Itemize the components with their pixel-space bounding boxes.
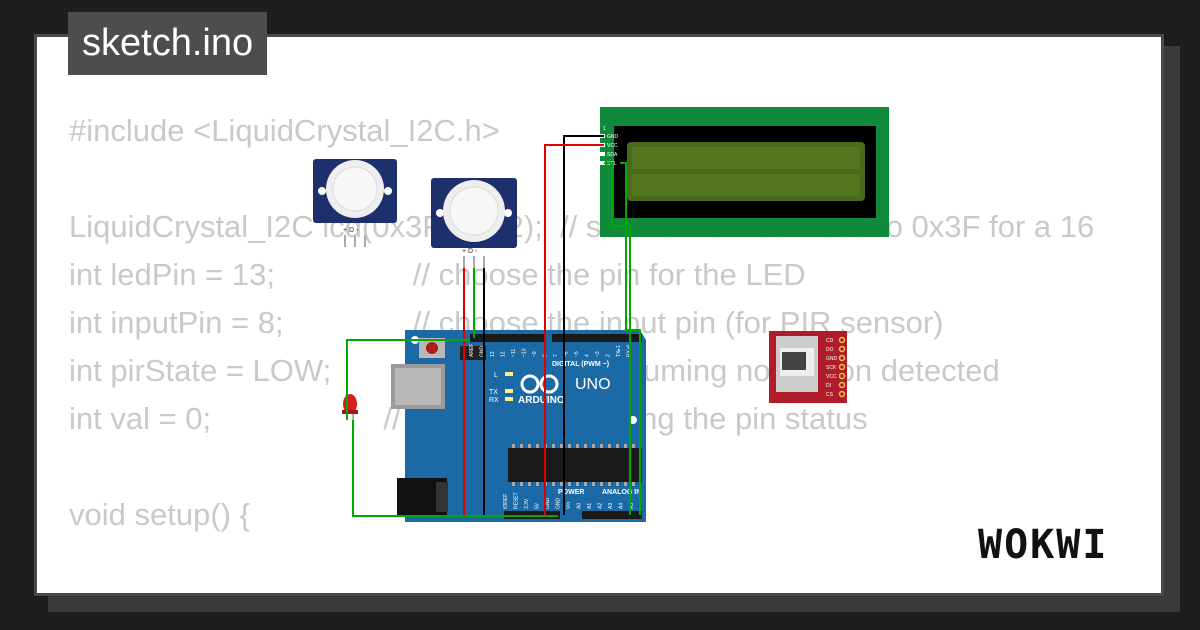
arduino-model-label: UNO xyxy=(575,376,611,393)
arduino-top-pin-label: 7 xyxy=(553,354,559,357)
arduino-bottom-pin-label: A0 xyxy=(577,503,583,509)
code-line: #include <LiquidCrystal_I2C.h> xyxy=(69,113,500,148)
arduino-bottom-pin-label: GND xyxy=(545,498,551,510)
sd-pin-cs: CS xyxy=(826,392,834,398)
arduino-led-rx: RX xyxy=(489,397,499,404)
arduino-top-pin-label: TX▸1 xyxy=(616,345,622,357)
arduino-bottom-pin-label: 5V xyxy=(535,502,541,509)
sd-pin-do: DO xyxy=(826,347,834,353)
sd-pin-di: DI xyxy=(826,383,831,389)
arduino-bottom-pin-label: A1 xyxy=(587,503,593,509)
arduino-led-l: L xyxy=(494,372,498,379)
red-led[interactable] xyxy=(342,394,358,420)
pir-sensor-2[interactable]: + D - xyxy=(431,178,517,268)
arduino-top-pin-label: 2 xyxy=(606,354,612,357)
lcd-pin-vcc: VCC xyxy=(607,143,618,149)
arduino-top-pin-label: ~10 xyxy=(522,348,528,357)
sd-pin-gnd: GND xyxy=(826,356,838,362)
arduino-bottom-pin-label: Vin xyxy=(566,502,572,509)
sd-pin-vcc: VCC xyxy=(826,374,837,380)
arduino-analog-label: ANALOG IN xyxy=(602,489,641,496)
arduino-top-pin-label: 4 xyxy=(585,354,591,357)
svg-text:1: 1 xyxy=(603,126,606,132)
pir-2-pin-labels: + D - xyxy=(462,248,478,255)
arduino-bottom-pin-label: 3.3V xyxy=(524,498,530,509)
arduino-top-pin-label: ~5 xyxy=(574,351,580,357)
wire-green-lcd-scl xyxy=(620,162,641,515)
arduino-bottom-pin-label: GND xyxy=(556,498,562,510)
wire-red-lcd-vcc xyxy=(544,144,604,515)
arduino-bottom-pin-label: A4 xyxy=(619,503,625,509)
sd-card-module[interactable]: CD DO GND SCK VCC DI CS xyxy=(769,331,847,403)
lcd-pin-gnd: GND xyxy=(607,134,619,140)
arduino-top-pin-label: GND xyxy=(480,346,486,358)
filename-tab[interactable]: sketch.ino xyxy=(68,12,268,75)
arduino-digital-label: DIGITAL (PWM ~) xyxy=(552,361,609,368)
wires xyxy=(346,135,641,517)
wire-green-led-anode xyxy=(346,339,470,420)
arduino-top-pin-label: ~9 xyxy=(532,351,538,357)
code-line: int ledPin = 13; // choose the pin for t… xyxy=(69,257,806,292)
code-line: void setup() { xyxy=(69,497,250,532)
arduino-top-pin-label: 12 xyxy=(501,351,507,357)
pir-sensor-1[interactable]: + D - xyxy=(313,159,397,247)
arduino-top-pin-label: ~11 xyxy=(511,349,517,357)
arduino-bottom-pin-label: A3 xyxy=(608,503,614,509)
arduino-bottom-pin-label: A5 xyxy=(629,503,635,509)
arduino-top-pin-label: AREF xyxy=(469,344,475,357)
arduino-top-pin-label: 13 xyxy=(490,351,496,357)
wire-black-lcd-gnd xyxy=(563,135,604,515)
arduino-uno-board[interactable]: ARDUINO UNO DIGITAL (PWM ~) POWER ANALOG… xyxy=(391,330,646,522)
wire-green-lcd-sda xyxy=(604,162,631,515)
arduino-top-pin-label: ~3 xyxy=(595,351,601,357)
wire-green-led-cathode xyxy=(352,420,558,517)
arduino-bottom-pin-label: A2 xyxy=(598,503,604,509)
arduino-bottom-pin-label: IOREF xyxy=(503,494,509,509)
sd-pin-sck: SCK xyxy=(826,365,837,371)
arduino-led-tx: TX xyxy=(489,389,498,396)
wokwi-logo: WOKWI xyxy=(978,522,1109,568)
lcd-pin-sda: SDA xyxy=(607,152,618,158)
arduino-top-pin-label: ~6 xyxy=(564,351,570,357)
arduino-bottom-pin-label: RESET xyxy=(514,492,520,509)
code-card: #include <LiquidCrystal_I2C.h>LiquidCrys… xyxy=(34,34,1164,596)
pir-1-pin-labels: + D - xyxy=(343,227,359,234)
arduino-brand-label: ARDUINO xyxy=(518,395,565,406)
arduino-logo-icon xyxy=(520,374,559,394)
sd-pin-cd: CD xyxy=(826,338,834,344)
arduino-power-label: POWER xyxy=(558,489,584,496)
lcd-display[interactable]: 1 GND VCC SDA SCL xyxy=(600,107,889,237)
